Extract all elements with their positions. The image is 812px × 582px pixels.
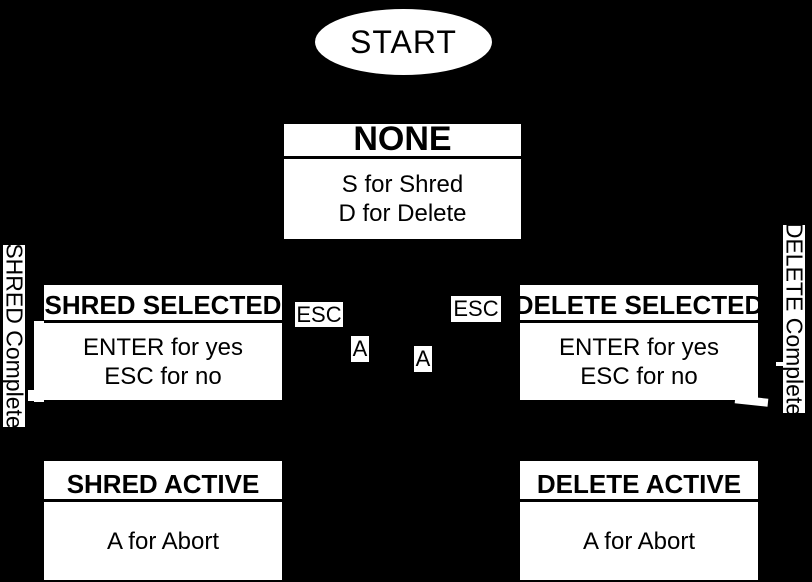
state-node-shred-selected: SHRED SELECTED ENTER for yes ESC for no — [44, 285, 282, 400]
node-title-delete-active: DELETE ACTIVE — [520, 461, 758, 502]
node-body-line: A for Abort — [582, 527, 696, 555]
node-body-shred-active: A for Abort — [44, 502, 282, 580]
node-body-line: S for Shred — [341, 171, 464, 198]
node-title-none: NONE — [284, 122, 521, 159]
node-body-line: ESC for no — [580, 362, 698, 390]
edge-fragment — [34, 321, 44, 402]
node-body-line: ENTER for yes — [82, 333, 244, 361]
edge-fragment — [776, 362, 783, 366]
edge-label-esc-left: ESC — [295, 301, 343, 327]
node-body-none: S for Shred D for Delete — [284, 159, 521, 239]
state-node-delete-active: DELETE ACTIVE A for Abort — [520, 461, 758, 580]
edge-label-delete-complete-text: DELETE Complete — [781, 221, 808, 417]
node-body-delete-selected: ENTER for yes ESC for no — [520, 323, 758, 400]
node-body-shred-selected: ENTER for yes ESC for no — [44, 323, 282, 400]
edge-label-shred-complete: SHRED Complete — [1, 243, 28, 429]
node-title-shred-active: SHRED ACTIVE — [44, 461, 282, 502]
start-label: START — [350, 23, 457, 60]
edge-fragment — [734, 395, 769, 407]
node-title-delete-selected: DELETE SELECTED — [515, 285, 763, 323]
state-node-start: START — [315, 9, 492, 75]
node-title-shred-selected: SHRED SELECTED — [44, 285, 282, 323]
node-body-line: A for Abort — [106, 527, 220, 555]
node-body-line: ESC for no — [104, 362, 222, 390]
edge-fragment — [28, 390, 35, 401]
edge-label-delete-complete: DELETE Complete — [781, 221, 808, 417]
edge-label-shred-complete-text: SHRED Complete — [1, 243, 28, 429]
node-body-line: D for Delete — [338, 200, 467, 227]
edge-label-abort-right: A — [414, 346, 432, 372]
node-body-line: ENTER for yes — [558, 333, 720, 361]
node-body-delete-active: A for Abort — [520, 502, 758, 580]
state-node-shred-active: SHRED ACTIVE A for Abort — [44, 461, 282, 580]
state-node-delete-selected: DELETE SELECTED ENTER for yes ESC for no — [515, 285, 763, 400]
edge-label-abort-left: A — [351, 336, 369, 362]
state-node-none: NONE S for Shred D for Delete — [284, 122, 521, 239]
edge-label-esc-right: ESC — [451, 296, 501, 322]
